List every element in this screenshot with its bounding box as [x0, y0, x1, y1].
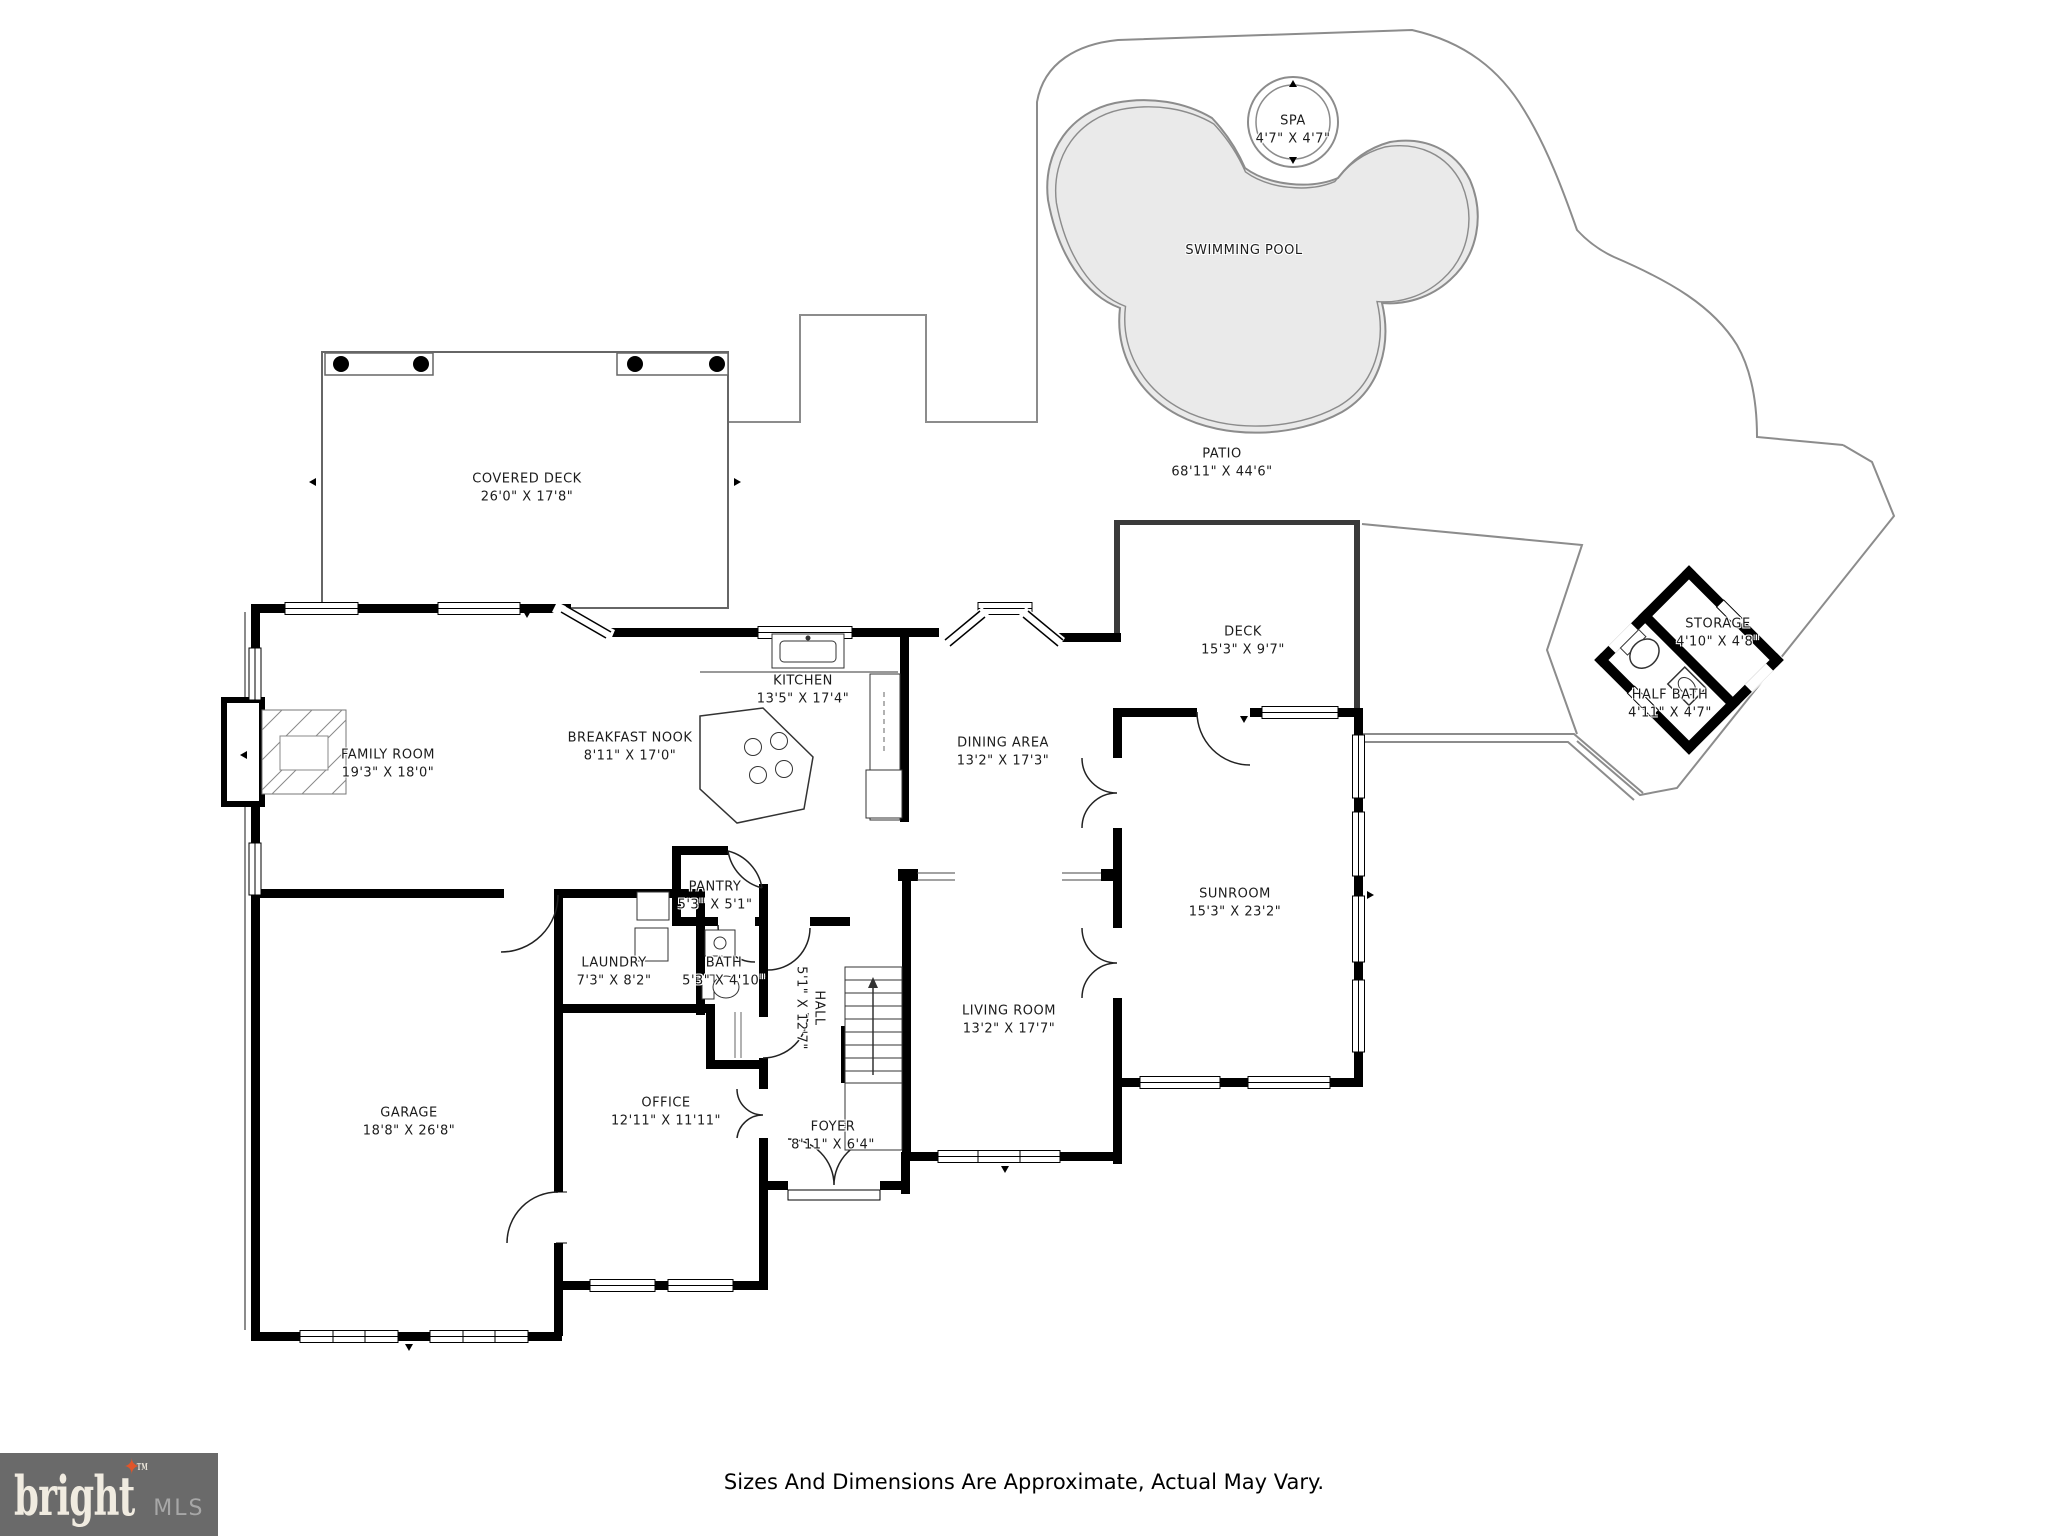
deck-shape: [1114, 520, 1360, 714]
disclaimer-text: Sizes And Dimensions Are Approximate, Ac…: [723, 1470, 1325, 1494]
tick-marks: [240, 611, 1374, 1351]
kitchen-fixtures: [699, 633, 903, 824]
trademark-symbol: TM: [136, 1463, 148, 1473]
bay-windows: [552, 602, 1065, 648]
sparkle-icon: ✦: [122, 1455, 140, 1480]
swimming-pool-shape: [1046, 99, 1479, 434]
brightmls-logo: bright✦TM MLS: [0, 1453, 218, 1536]
doors: [500, 705, 1251, 1244]
windows: [248, 602, 1365, 1343]
staircase: [844, 966, 903, 1151]
brightmls-wordmark: bright✦TM: [13, 1455, 148, 1528]
covered-deck-shape: [309, 351, 741, 609]
fireplace: [221, 697, 347, 807]
room-label-swimming-pool: SWIMMING POOL: [1185, 243, 1303, 259]
mls-text: MLS: [153, 1496, 205, 1521]
spa-shape: [1247, 76, 1339, 168]
interior-fixtures: [634, 872, 1101, 1058]
storage-halfbath-structure: [1592, 563, 1786, 757]
